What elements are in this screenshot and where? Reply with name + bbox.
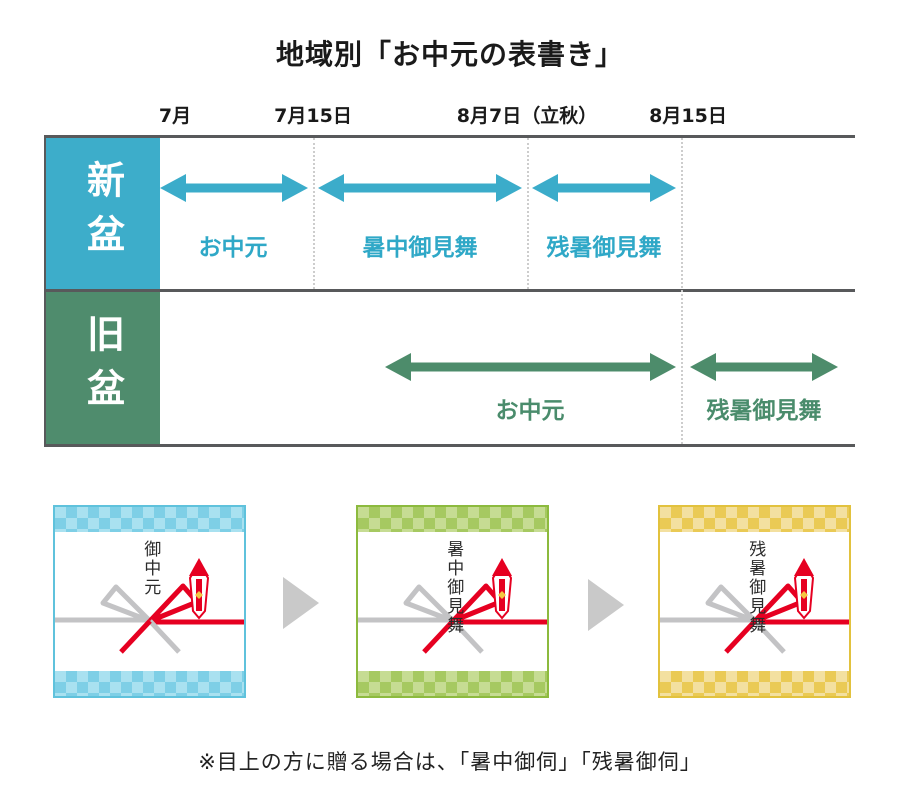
axis-label-july15: 7月15日	[274, 105, 352, 127]
arrow-shaft	[407, 362, 654, 372]
footnote: ※目上の方に贈る場合は、「暑中御伺」「残暑御伺」	[198, 750, 702, 774]
arrow-shaft	[712, 362, 816, 372]
arrow-newbon-ochugen	[160, 170, 308, 206]
arrow-shaft	[340, 183, 500, 193]
noshi-ornament-icon	[793, 558, 815, 620]
checker-band-top	[358, 507, 547, 532]
period-label-newbon-zansho: 残暑御見舞	[546, 235, 662, 261]
arrow-right-head-icon	[812, 353, 838, 381]
row-header-new-bon-label: 新盆	[80, 159, 125, 268]
checker-band-top	[660, 507, 849, 532]
noshi-envelope-zansho: 残暑御見舞	[658, 505, 851, 698]
arrow-left-head-icon	[690, 353, 716, 381]
noshi-envelope-ochugen: 御中元	[53, 505, 246, 698]
timeline-chart: 新盆 旧盆 お	[44, 135, 855, 447]
arrow-newbon-shochu	[318, 170, 522, 206]
chart-bottom-line	[45, 444, 855, 447]
axis-label-july: 7月	[158, 105, 192, 127]
chart-left-line	[44, 135, 46, 447]
mizuhiki-ribbon-illustration	[660, 558, 849, 654]
noshi-envelope-shochu: 暑中御見舞	[356, 505, 549, 698]
gridline-july15	[313, 138, 315, 289]
row-header-new-bon: 新盆	[46, 138, 160, 289]
checker-band-bottom	[660, 671, 849, 696]
arrow-right-head-icon	[650, 353, 676, 381]
arrow-right-head-icon	[282, 174, 308, 202]
arrow-shaft	[182, 183, 286, 193]
chart-middle-line	[45, 289, 855, 292]
period-label-newbon-shochu: 暑中御見舞	[362, 235, 478, 261]
next-arrow-icon	[283, 577, 319, 629]
arrow-shaft	[554, 183, 654, 193]
period-label-oldbon-zansho: 残暑御見舞	[706, 398, 822, 424]
gridline-aug15	[681, 138, 683, 444]
envelope-label-ochugen: 御中元	[140, 540, 161, 597]
envelope-label-zansho: 残暑御見舞	[745, 540, 766, 635]
arrow-oldbon-zansho	[690, 349, 838, 385]
arrow-left-head-icon	[318, 174, 344, 202]
row-header-old-bon: 旧盆	[46, 292, 160, 444]
checker-band-bottom	[55, 671, 244, 696]
arrow-left-head-icon	[532, 174, 558, 202]
envelope-label-shochu: 暑中御見舞	[443, 540, 464, 635]
checker-band-top	[55, 507, 244, 532]
next-arrow-icon	[588, 579, 624, 631]
arrow-oldbon-ochugen	[385, 349, 676, 385]
arrow-newbon-zansho	[532, 170, 676, 206]
axis-label-aug15: 8月15日	[649, 105, 727, 127]
page-title: 地域別「お中元の表書き」	[275, 38, 624, 71]
period-label-newbon-ochugen: お中元	[198, 235, 268, 261]
chart-top-line	[45, 135, 855, 138]
axis-label-aug7: 8月7日（立秋）	[456, 105, 598, 127]
noshi-ornament-icon	[188, 558, 210, 620]
arrow-right-head-icon	[650, 174, 676, 202]
checker-band-bottom	[358, 671, 547, 696]
mizuhiki-ribbon-illustration	[55, 558, 244, 654]
arrow-left-head-icon	[385, 353, 411, 381]
arrow-right-head-icon	[496, 174, 522, 202]
arrow-left-head-icon	[160, 174, 186, 202]
noshi-ornament-icon	[491, 558, 513, 620]
row-header-old-bon-label: 旧盆	[80, 314, 125, 422]
gridline-aug7	[527, 138, 529, 289]
mizuhiki-ribbon-illustration	[358, 558, 547, 654]
period-label-oldbon-ochugen: お中元	[495, 398, 565, 424]
